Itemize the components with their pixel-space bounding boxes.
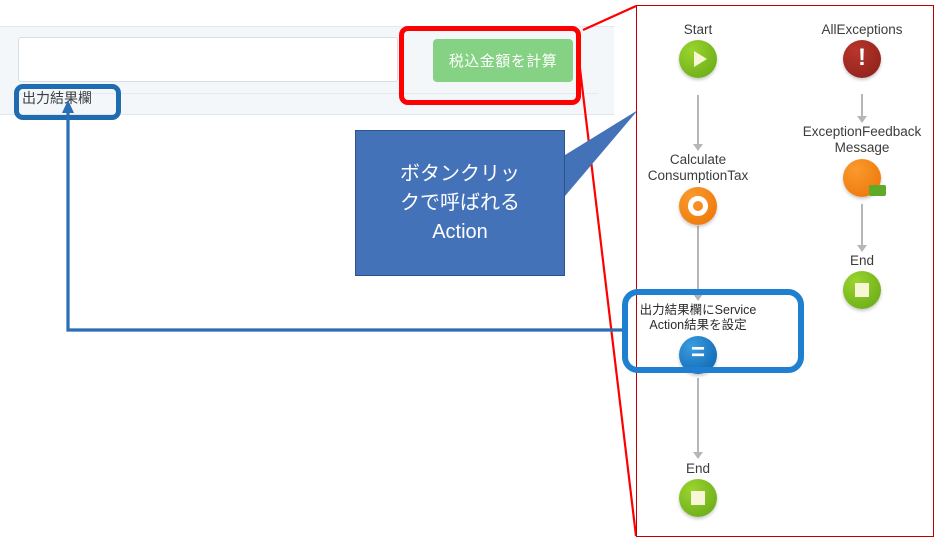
service-action-icon	[623, 186, 773, 225]
flow-node-calculate-consumption-tax[interactable]: Calculate ConsumptionTax	[623, 152, 773, 225]
flow-node-calculate-label: Calculate ConsumptionTax	[647, 152, 749, 184]
flow-node-all-exceptions[interactable]: AllExceptions !	[787, 22, 937, 79]
connector-calc-to-set	[697, 226, 699, 298]
flow-node-set-output-label: 出力結果欄にService Action結果を設定	[639, 303, 757, 333]
connector-msg-to-end	[861, 204, 863, 248]
calculate-tax-button[interactable]: 税込金額を計算	[433, 39, 573, 82]
form-divider	[18, 93, 598, 94]
callout-text: ボタンクリッ クで呼ばれる Action	[400, 162, 520, 243]
output-result-label: 出力結果欄	[22, 90, 92, 106]
connector-arrow-5	[857, 245, 867, 252]
form-row: 税込金額を計算	[18, 37, 598, 84]
connector-set-to-end	[697, 378, 699, 456]
connector-arrow-4	[857, 116, 867, 123]
feedback-message-icon	[787, 158, 937, 197]
connector-arrow-3	[693, 452, 703, 459]
callout-box: ボタンクリッ クで呼ばれる Action	[355, 130, 565, 276]
flow-diagram-panel: Start Calculate ConsumptionTax 出力結果欄にSer…	[636, 5, 934, 537]
stop-icon	[623, 479, 773, 518]
stop-icon	[787, 271, 937, 310]
flow-node-end-exception-label: End	[849, 253, 875, 268]
exception-icon: !	[787, 40, 937, 79]
flow-node-exception-feedback-label: ExceptionFeedback Message	[802, 124, 922, 156]
assign-equals-icon: =	[623, 335, 773, 374]
flow-node-set-output-result[interactable]: 出力結果欄にService Action結果を設定 =	[623, 303, 773, 374]
connector-arrow-1	[693, 144, 703, 151]
connector-exc-to-msg	[861, 94, 863, 119]
flow-node-start-label: Start	[683, 22, 713, 37]
flow-node-end-exception[interactable]: End	[787, 253, 937, 310]
amount-input[interactable]	[18, 37, 398, 82]
flow-node-start[interactable]: Start	[623, 22, 773, 79]
flow-node-all-exceptions-label: AllExceptions	[821, 22, 903, 37]
flow-node-exception-feedback-message[interactable]: ExceptionFeedback Message	[787, 124, 937, 197]
app-form-panel: 税込金額を計算	[0, 26, 614, 115]
flow-node-end-main[interactable]: End	[623, 461, 773, 518]
play-icon	[623, 40, 773, 79]
flow-node-end-main-label: End	[685, 461, 711, 476]
connector-arrow-2	[693, 294, 703, 301]
connector-start-to-calc	[697, 95, 699, 147]
